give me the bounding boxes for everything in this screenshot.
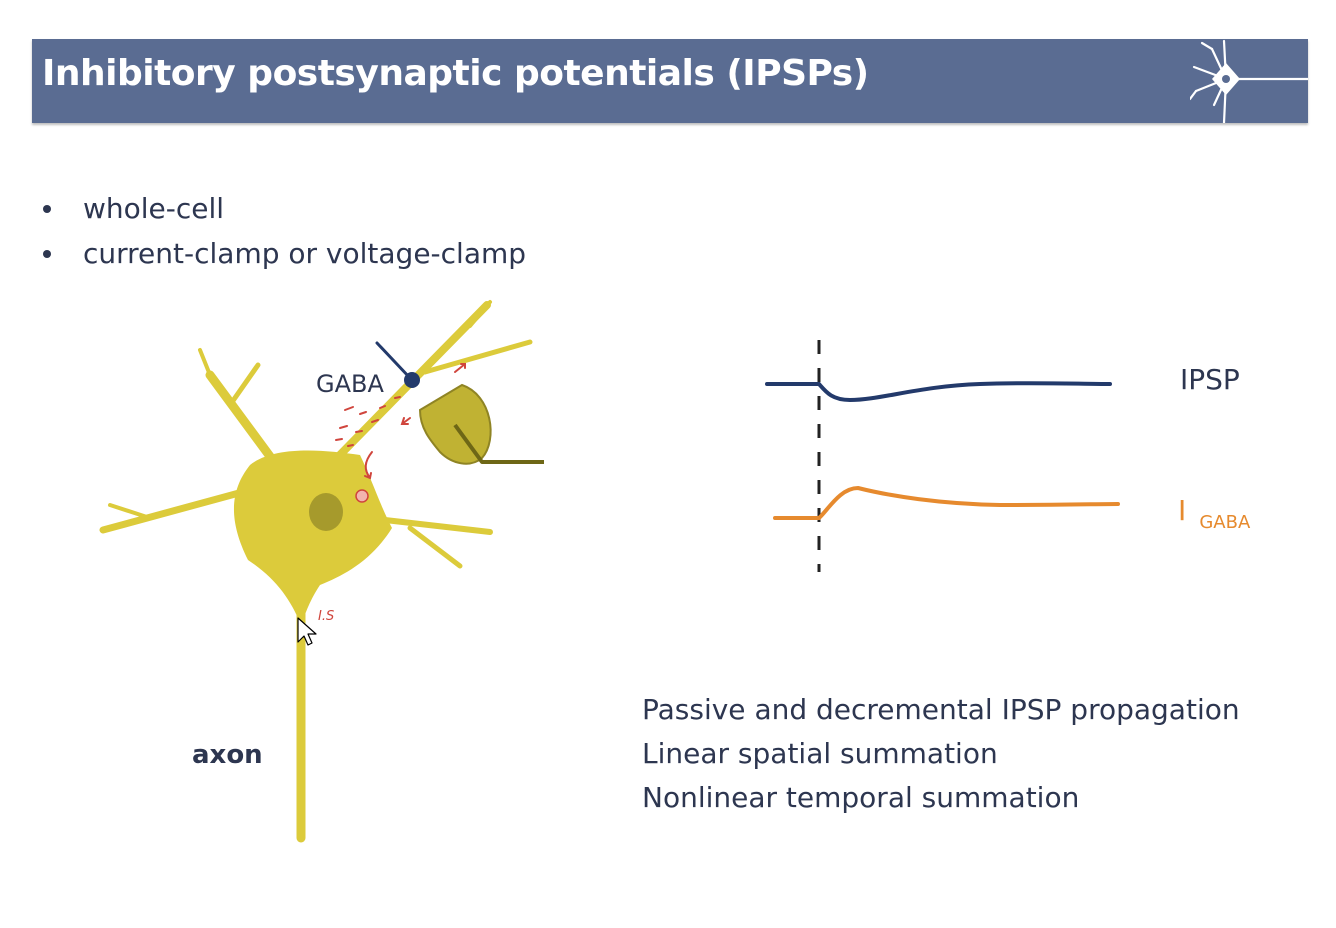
bullet-item: current-clamp or voltage-clamp <box>40 231 526 276</box>
note-item: Linear spatial summation <box>642 737 998 770</box>
gaba-terminal <box>375 341 420 388</box>
title-bar: Inhibitory postsynaptic potentials (IPSP… <box>32 39 1308 123</box>
bullet-dot-icon <box>43 250 51 258</box>
slide-title: Inhibitory postsynaptic potentials (IPSP… <box>42 53 869 94</box>
patch-electrode <box>418 383 544 465</box>
bullet-text: current-clamp or voltage-clamp <box>83 237 527 270</box>
current-subscript: GABA <box>1199 512 1251 533</box>
neuron-nucleus <box>309 493 343 531</box>
initial-segment-label: I.S <box>318 609 334 624</box>
neuron-logo-icon <box>1190 39 1308 123</box>
annotation-marks <box>335 363 466 503</box>
bullet-list: whole-cell current-clamp or voltage-clam… <box>40 186 526 276</box>
note-item: Nonlinear temporal summation <box>642 781 1080 814</box>
bullet-text: whole-cell <box>83 192 225 225</box>
current-symbol: I <box>1178 494 1186 527</box>
gaba-label: GABA <box>316 370 384 398</box>
bullet-dot-icon <box>43 205 51 213</box>
ipsp-trace <box>765 381 1112 403</box>
gaba-current-label: I GABA <box>1178 494 1251 533</box>
ipsp-label: IPSP <box>1180 363 1240 396</box>
mouse-pointer-icon <box>297 617 317 646</box>
note-item: Passive and decremental IPSP propagation <box>642 693 1240 726</box>
neuron-soma <box>233 450 392 625</box>
axon-label: axon <box>192 740 263 770</box>
bullet-item: whole-cell <box>40 186 526 231</box>
gaba-current-trace <box>773 485 1120 520</box>
notes-list: Passive and decremental IPSP propagation… <box>642 688 1240 820</box>
